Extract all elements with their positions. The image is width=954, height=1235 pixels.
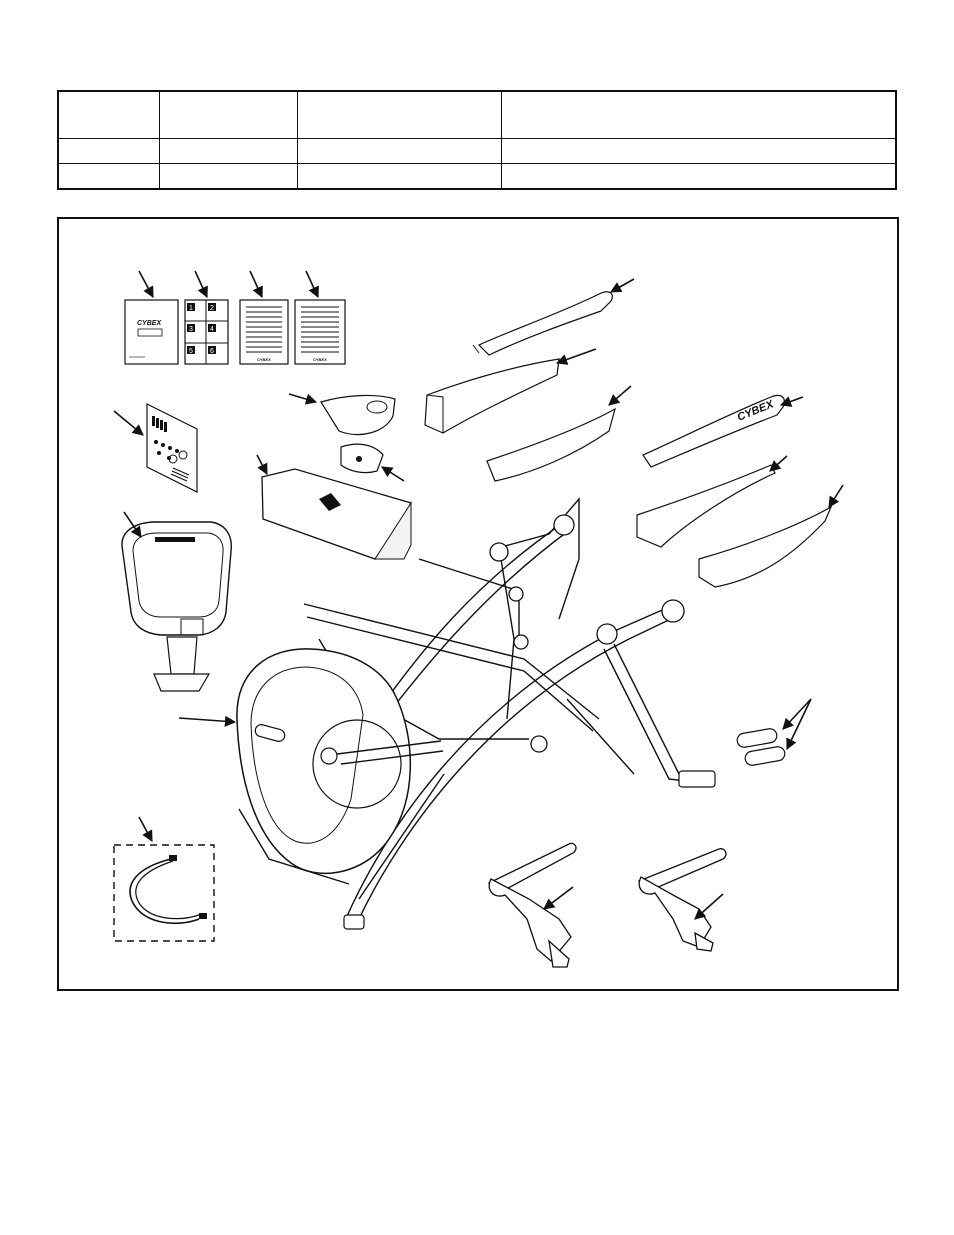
table-cell [501, 138, 897, 164]
sheet-number: 2 [210, 305, 214, 312]
front-cover-shroud [261, 468, 412, 560]
parts-diagram: CYBEX 1 2 3 4 5 6 CYBEX [113, 270, 844, 968]
frame-pivot [489, 514, 685, 753]
table-cell [159, 163, 298, 190]
top-arm-shroud [472, 291, 613, 356]
left-lower-shroud [486, 407, 616, 482]
left-side-shroud [424, 358, 560, 434]
console-display [121, 521, 232, 692]
sheet-number: 1 [189, 305, 193, 312]
right-top-shroud: CYBEX [642, 394, 785, 468]
parts-table-header [57, 90, 897, 139]
lower-mast-shroud [340, 443, 384, 474]
table-cell [501, 163, 897, 190]
table-cell [297, 163, 502, 190]
flywheel-shroud [236, 648, 444, 874]
assembly-sheet: 1 2 3 4 5 6 [184, 299, 229, 365]
right-lower-shroud [698, 505, 833, 588]
power-cord-kit [113, 844, 215, 942]
sheet-number: 4 [210, 326, 214, 333]
table-row [57, 163, 897, 190]
table-cell [57, 163, 160, 190]
warranty-sheet: CYBEX [294, 299, 346, 365]
exploded-parts-figure: CYBEX 1 2 3 4 5 6 CYBEX [57, 217, 899, 991]
table-cell [501, 90, 897, 139]
doc-footer: CYBEX [313, 357, 327, 362]
owners-manual: CYBEX [124, 299, 179, 365]
table-cell [57, 138, 160, 164]
upper-mast-shroud [320, 394, 396, 436]
table-cell [297, 138, 502, 164]
doc-logo: CYBEX [137, 320, 162, 327]
table-row [57, 138, 897, 164]
parts-table [57, 90, 897, 190]
sheet-number: 5 [189, 348, 193, 355]
table-cell [159, 90, 298, 139]
foot-cap-pair [736, 728, 786, 766]
sheet-number: 3 [189, 326, 193, 333]
right-handlebar-arm [637, 848, 727, 952]
right-side-shroud [636, 464, 776, 548]
doc-footer: CYBEX [257, 357, 271, 362]
table-cell [57, 90, 160, 139]
table-cell [297, 90, 502, 139]
instruction-sheet: CYBEX [239, 299, 289, 365]
table-cell [159, 138, 298, 164]
left-handlebar-arm [487, 842, 577, 968]
sheet-number: 6 [210, 348, 214, 355]
hardware-kit-card [146, 403, 198, 493]
